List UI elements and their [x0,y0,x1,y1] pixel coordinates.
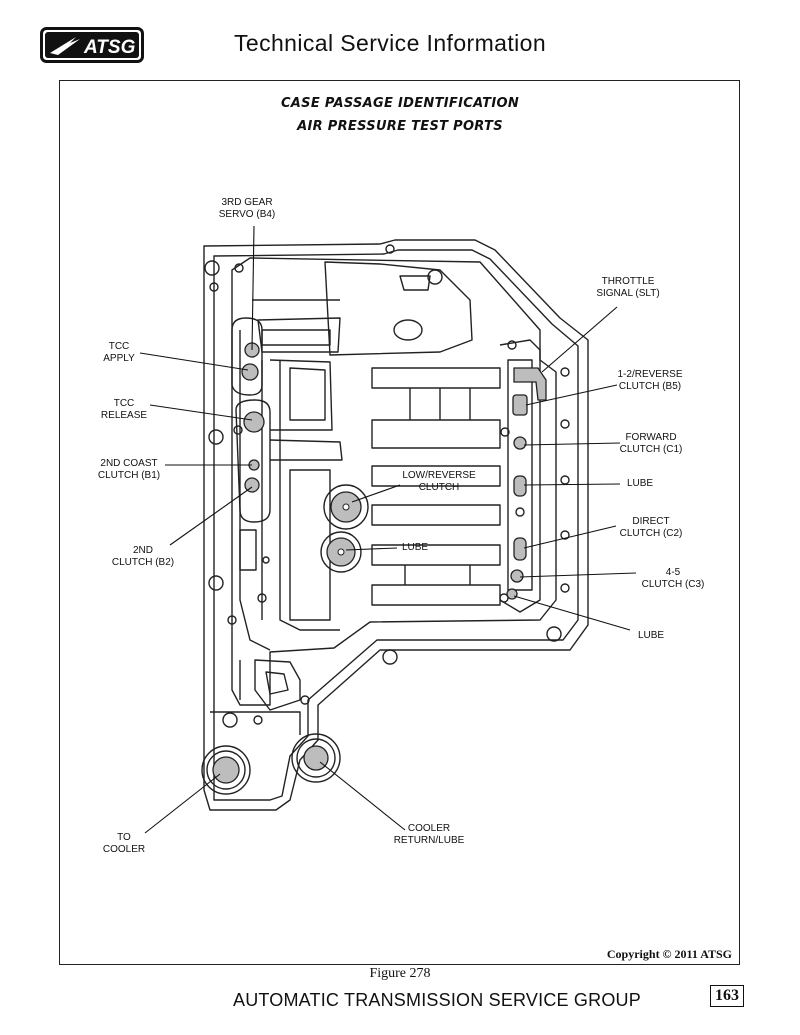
label-tcc-apply-line2: APPLY [103,353,135,364]
label-2nd-coast-line1: 2ND COAST [100,458,158,469]
port-throttle-signal [513,367,547,401]
label-to-cooler-line2: COOLER [102,844,146,855]
label-2nd-coast-clutch: 2ND COAST CLUTCH (B1) [98,458,160,482]
label-1-2-reverse-line2: CLUTCH (B5) [618,381,682,392]
figure-caption: Figure 278 [369,966,431,981]
figure-title-line-1: CASE PASSAGE IDENTIFICATION [280,96,520,111]
label-lube-right-1: LUBE [627,478,653,490]
port-lube-right-1 [513,475,527,497]
leader-direct [523,525,617,549]
leader-2nd-clutch [169,486,253,546]
port-tcc-release [243,411,265,433]
label-lube-right-2: LUBE [638,630,664,642]
port-2nd-clutch [244,477,260,493]
label-3rd-gear-servo-line2: SERVO (B4) [218,209,276,220]
label-low-reverse-line1: LOW/REVERSE [402,470,476,481]
label-4-5-clutch: 4-5 CLUTCH (C3) [642,567,705,591]
label-throttle-line2: SIGNAL (SLT) [596,288,660,299]
label-to-cooler: TO COOLER [103,832,145,856]
figure-frame [59,80,740,965]
label-tcc-apply: TCC APPLY [103,341,135,365]
leader-forward [523,442,621,446]
port-1-2-reverse [512,394,528,416]
label-3rd-gear-servo-line1: 3RD GEAR [221,197,273,208]
label-direct-clutch: DIRECT CLUTCH (C2) [620,516,683,540]
label-forward-clutch: FORWARD CLUTCH (C1) [620,432,683,456]
port-tcc-apply [241,363,259,381]
label-forward-line1: FORWARD [625,432,677,443]
logo-text: ATSG [83,37,136,58]
label-throttle-line1: THROTTLE [601,276,655,287]
case-outline [203,239,589,811]
port-lube-right-2 [506,588,518,600]
leader-to-cooler [144,773,221,834]
leader-low-reverse [351,484,401,503]
label-tcc-release: TCC RELEASE [101,398,147,422]
label-cooler-return-line1: COOLER [407,823,451,834]
label-1-2-reverse-line1: 1-2/REVERSE [617,369,683,380]
label-tcc-apply-line1: TCC [108,341,130,352]
leader-lube-center [345,547,398,551]
leader-cooler-return [319,761,406,831]
page-header-title: Technical Service Information [234,30,547,56]
label-4-5-line1: 4-5 [665,567,681,578]
label-tcc-release-line1: TCC [113,398,135,409]
atsg-logo: ATSG [40,27,144,63]
leader-throttle [541,306,618,373]
port-4-5-clutch [510,569,524,583]
label-1-2-reverse-clutch: 1-2/REVERSE CLUTCH (B5) [617,369,682,393]
label-2nd-clutch-line2: CLUTCH (B2) [111,557,175,568]
case-inner-outline [213,249,579,801]
footer-text: AUTOMATIC TRANSMISSION SERVICE GROUP [233,990,641,1010]
label-direct-line1: DIRECT [632,516,670,527]
leader-tcc-apply [139,352,249,371]
port-forward-clutch [513,436,527,450]
label-2nd-coast-line2: CLUTCH (B1) [97,470,161,481]
leader-4-5 [519,572,637,578]
label-lube-center-line1: LUBE [401,542,429,553]
leader-lube-right-2 [513,595,631,631]
leader-lube-right-1 [523,483,621,486]
label-tcc-release-line2: RELEASE [100,410,148,421]
label-2nd-clutch-line1: 2ND [132,545,154,556]
label-4-5-line2: CLUTCH (C3) [641,579,705,590]
label-cooler-return-line2: RETURN/LUBE [393,835,465,846]
port-to-cooler [212,756,240,784]
label-throttle-signal: THROTTLE SIGNAL (SLT) [596,276,659,300]
label-to-cooler-line1: TO [117,832,131,843]
label-2nd-clutch: 2ND CLUTCH (B2) [112,545,174,569]
label-low-reverse-clutch: LOW/REVERSE CLUTCH [402,470,475,494]
port-direct-clutch [513,537,527,561]
label-lube-center: LUBE [402,542,428,554]
leader-3rd-gear-servo [251,225,255,351]
label-cooler-return-lube: COOLER RETURN/LUBE [394,823,465,847]
page-number: 163 [710,985,744,1007]
leader-1-2-reverse [525,384,618,406]
label-lube-right-1-line1: LUBE [626,478,654,489]
figure-title-line-2: AIR PRESSURE TEST PORTS [297,119,503,134]
label-3rd-gear-servo: 3RD GEAR SERVO (B4) [219,197,276,221]
label-direct-line2: CLUTCH (C2) [619,528,683,539]
copyright-notice: Copyright © 2011 ATSG [606,947,732,961]
leader-tcc-release [149,404,253,421]
port-cooler-return [303,745,329,771]
label-low-reverse-line2: CLUTCH [418,482,460,493]
label-lube-right-2-line1: LUBE [637,630,665,641]
label-forward-line2: CLUTCH (C1) [619,444,683,455]
